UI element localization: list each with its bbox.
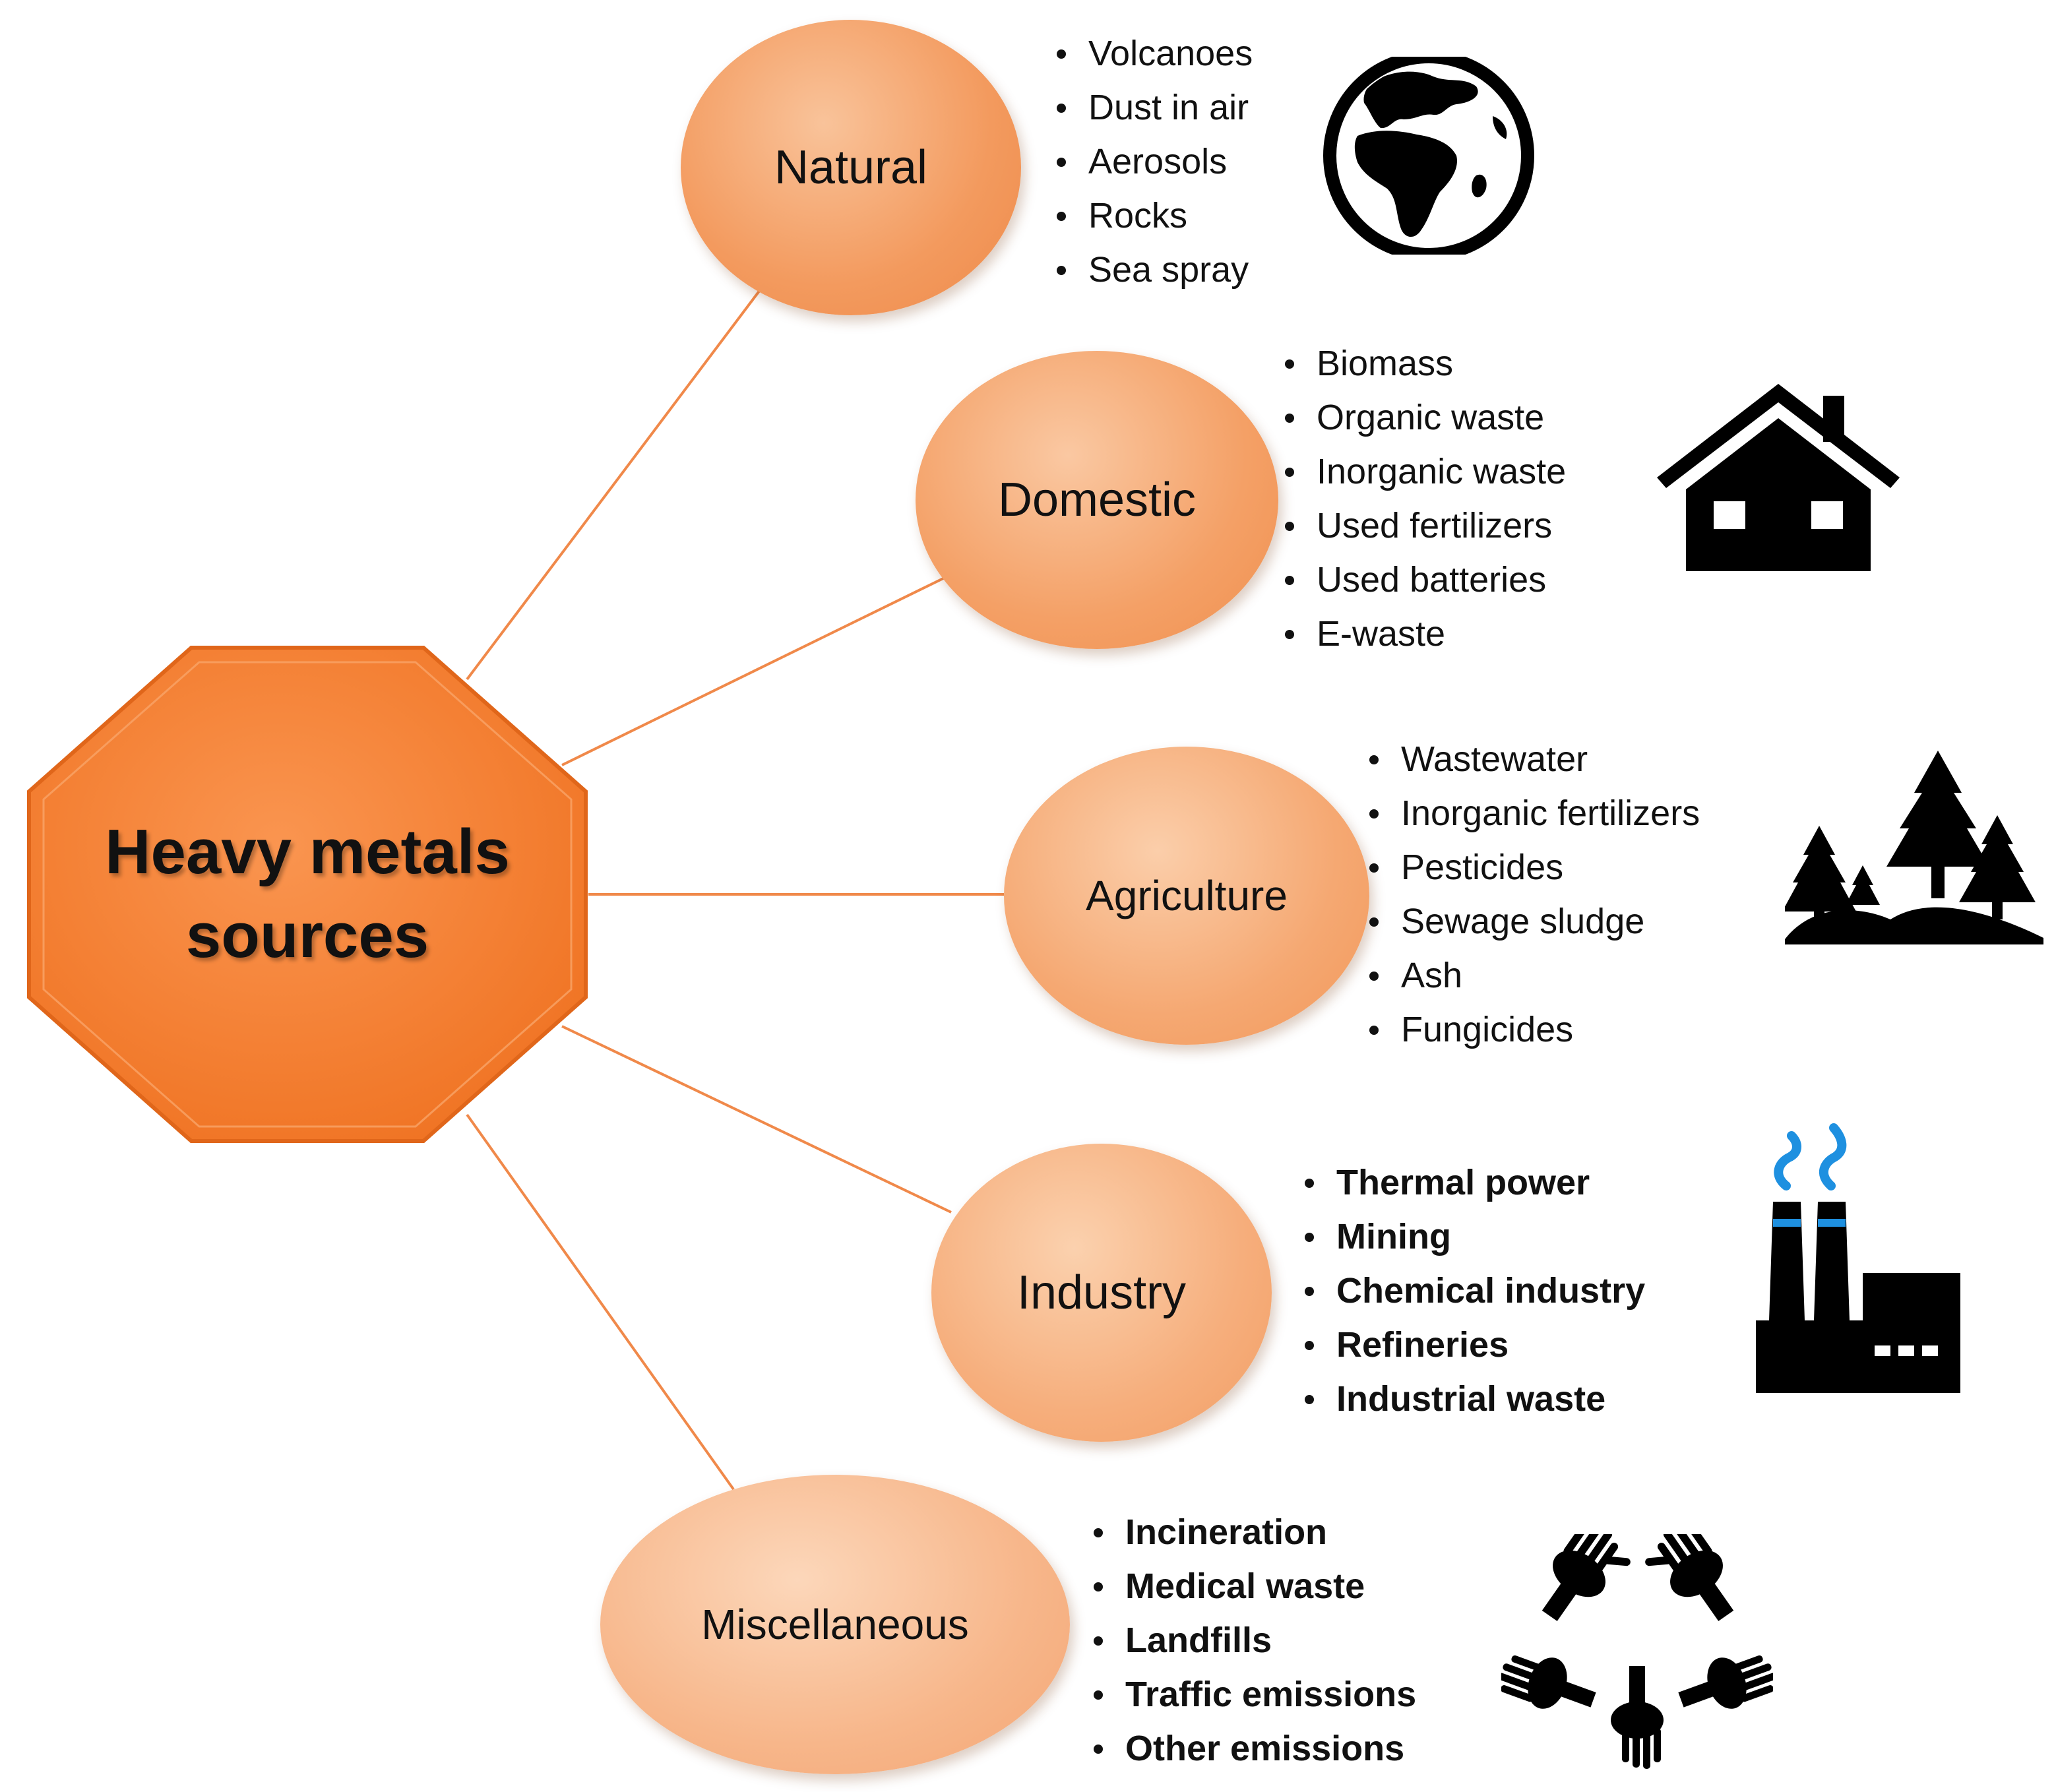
hub-title: Heavy metals sources bbox=[70, 811, 545, 977]
node-industry: Industry bbox=[931, 1144, 1272, 1442]
list-item: Inorganic waste bbox=[1281, 445, 1566, 499]
hub-title-line2: sources bbox=[185, 900, 429, 971]
list-item: Landfills bbox=[1090, 1613, 1416, 1667]
list-item: Ash bbox=[1365, 948, 1700, 1003]
node-label-industry: Industry bbox=[1016, 1266, 1187, 1319]
list-item: Dust in air bbox=[1053, 80, 1253, 135]
list-item: Industrial waste bbox=[1301, 1372, 1645, 1426]
list-agriculture: Wastewater Inorganic fertilizers Pestici… bbox=[1365, 732, 1700, 1057]
list-item: Traffic emissions bbox=[1090, 1667, 1416, 1721]
list-item: Pesticides bbox=[1365, 840, 1700, 894]
octagon-shape bbox=[27, 646, 588, 1143]
list-item: Organic waste bbox=[1281, 390, 1566, 445]
connector-industry bbox=[561, 1025, 952, 1214]
list-item: Rocks bbox=[1053, 189, 1253, 243]
list-natural: Volcanoes Dust in air Aerosols Rocks Sea… bbox=[1053, 26, 1253, 297]
list-item: Chemical industry bbox=[1301, 1264, 1645, 1318]
list-item: E-waste bbox=[1281, 607, 1566, 661]
list-item: Mining bbox=[1301, 1210, 1645, 1264]
forest-icon bbox=[1785, 751, 2043, 944]
list-item: Fungicides bbox=[1365, 1003, 1700, 1057]
list-item: Refineries bbox=[1301, 1318, 1645, 1372]
list-domestic: Biomass Organic waste Inorganic waste Us… bbox=[1281, 336, 1566, 661]
node-label-agriculture: Agriculture bbox=[1086, 872, 1288, 919]
list-item: Used fertilizers bbox=[1281, 499, 1566, 553]
node-label-natural: Natural bbox=[774, 141, 928, 194]
list-item: Inorganic fertilizers bbox=[1365, 786, 1700, 840]
list-item: Biomass bbox=[1281, 336, 1566, 390]
globe-icon bbox=[1323, 57, 1534, 255]
connector-natural bbox=[466, 289, 761, 681]
list-item: Used batteries bbox=[1281, 553, 1566, 607]
list-item: Incineration bbox=[1090, 1505, 1416, 1559]
list-item: Aerosols bbox=[1053, 135, 1253, 189]
node-domestic: Domestic bbox=[916, 351, 1278, 649]
list-item: Sewage sludge bbox=[1365, 894, 1700, 948]
connector-miscellaneous bbox=[466, 1113, 735, 1491]
hands-circle-icon bbox=[1501, 1534, 1773, 1769]
list-miscellaneous: Incineration Medical waste Landfills Tra… bbox=[1090, 1505, 1416, 1776]
node-natural: Natural bbox=[681, 20, 1021, 315]
hub-octagon: Heavy metals sources bbox=[26, 645, 588, 1144]
list-item: Other emissions bbox=[1090, 1721, 1416, 1776]
list-item: Wastewater bbox=[1365, 732, 1700, 786]
list-item: Volcanoes bbox=[1053, 26, 1253, 80]
list-item: Medical waste bbox=[1090, 1559, 1416, 1613]
node-label-domestic: Domestic bbox=[997, 474, 1197, 526]
house-icon bbox=[1657, 384, 1900, 571]
hub-title-line1: Heavy metals bbox=[105, 817, 510, 888]
list-industry: Thermal power Mining Chemical industry R… bbox=[1301, 1156, 1645, 1426]
node-miscellaneous: Miscellaneous bbox=[600, 1475, 1070, 1774]
connector-domestic bbox=[561, 576, 945, 766]
list-item: Sea spray bbox=[1053, 243, 1253, 297]
node-agriculture: Agriculture bbox=[1004, 747, 1369, 1045]
node-label-miscellaneous: Miscellaneous bbox=[701, 1601, 969, 1648]
list-item: Thermal power bbox=[1301, 1156, 1645, 1210]
factory-icon bbox=[1756, 1123, 1960, 1393]
